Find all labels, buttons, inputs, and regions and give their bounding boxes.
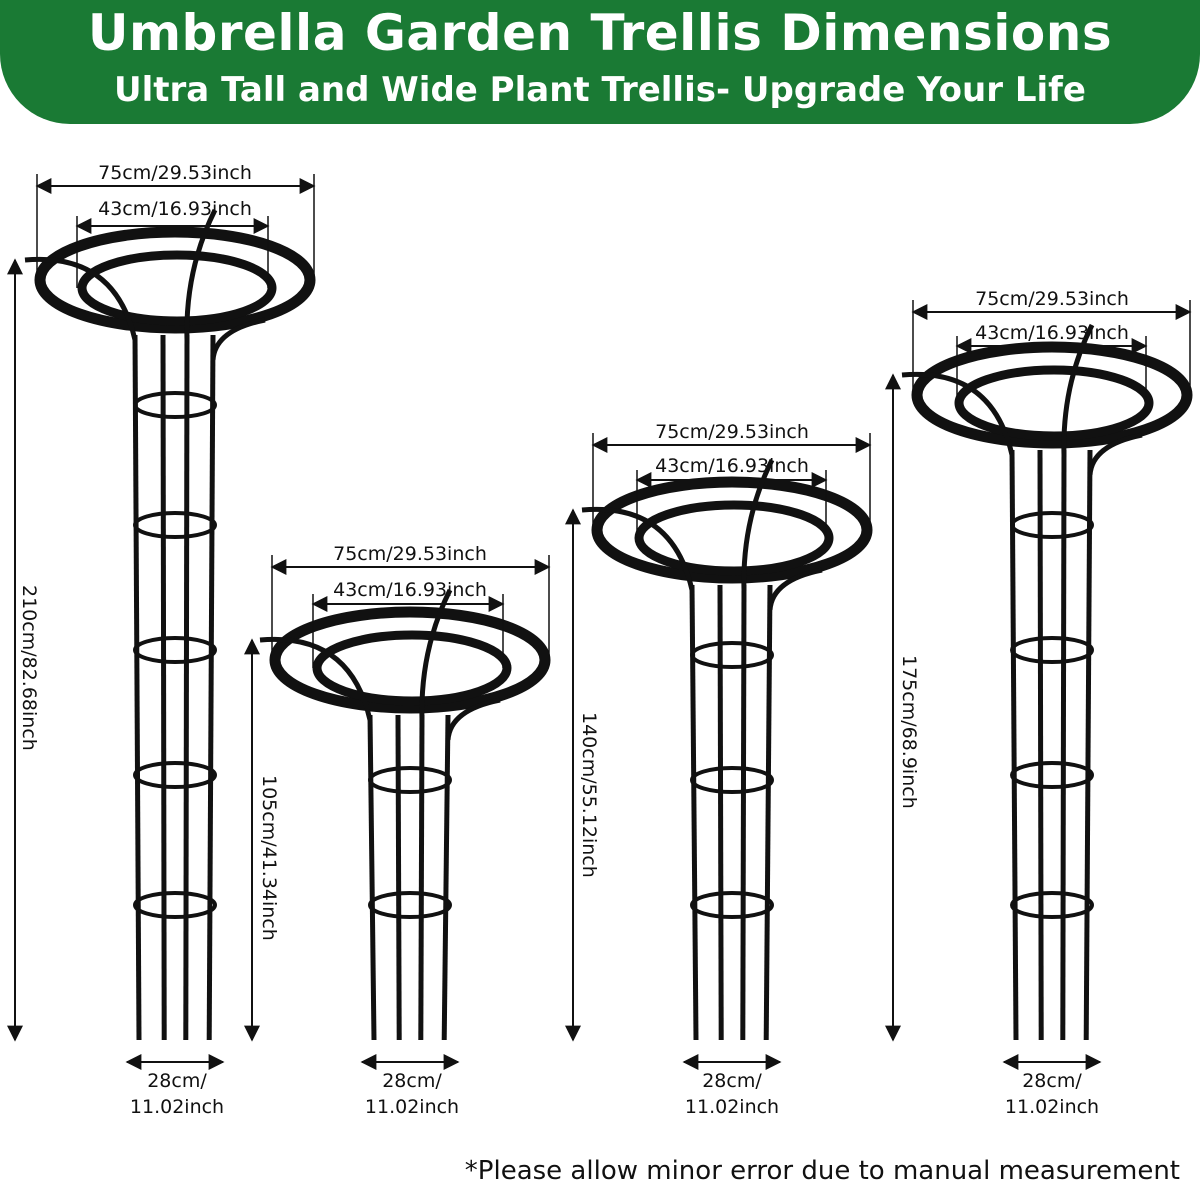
height-label-2: 105cm/41.34inch xyxy=(258,775,280,941)
inner-ring-3 xyxy=(634,500,834,576)
support-ring-4-4 xyxy=(1010,891,1094,919)
pole-2-3 xyxy=(418,714,425,1041)
page-subtitle: Ultra Tall and Wide Plant Trellis- Upgra… xyxy=(114,70,1086,110)
base-width-line2: 11.02inch xyxy=(1004,1096,1100,1118)
pole-2-1 xyxy=(367,714,377,1041)
base-width-line2: 11.02inch xyxy=(129,1096,225,1118)
outer-width-label-1: 75cm/29.53inch xyxy=(98,162,252,184)
inner-width-label-4: 43cm/16.93inch xyxy=(975,322,1129,344)
height-label-4: 175cm/68.9inch xyxy=(898,655,920,809)
outer-width-label-3: 75cm/29.53inch xyxy=(655,421,809,443)
inner-ring-2 xyxy=(312,630,512,706)
inner-ring-4 xyxy=(954,365,1154,441)
outer-width-label-4: 75cm/29.53inch xyxy=(975,288,1129,310)
support-ring-4-2 xyxy=(1010,636,1094,664)
inner-width-label-1: 43cm/16.93inch xyxy=(98,198,252,220)
arm-left-3 xyxy=(581,506,695,591)
pole-1-2 xyxy=(160,334,167,1041)
support-ring-3-3 xyxy=(690,891,774,919)
base-width-line1: 28cm/ xyxy=(702,1070,762,1092)
support-ring-3-2 xyxy=(690,766,774,794)
pole-4-3 xyxy=(1060,449,1067,1041)
support-ring-1-2 xyxy=(133,511,217,539)
support-ring-1-3 xyxy=(133,636,217,664)
support-ring-1-1 xyxy=(133,391,217,419)
pole-3-2 xyxy=(717,584,724,1041)
arm-left-2 xyxy=(259,636,373,721)
outer-width-label-2: 75cm/29.53inch xyxy=(333,543,487,565)
height-label-1: 210cm/82.68inch xyxy=(18,585,40,751)
base-width-line1: 28cm/ xyxy=(382,1070,442,1092)
support-ring-2-1 xyxy=(368,766,452,794)
support-ring-4-1 xyxy=(1010,511,1094,539)
page-title: Umbrella Garden Trellis Dimensions xyxy=(87,4,1113,62)
base-width-label-4: 28cm/ 11.02inch xyxy=(972,1068,1132,1120)
base-width-label-2: 28cm/ 11.02inch xyxy=(332,1068,492,1120)
pole-3-3 xyxy=(740,584,747,1041)
base-width-line2: 11.02inch xyxy=(684,1096,780,1118)
support-ring-1-5 xyxy=(133,891,217,919)
base-width-line1: 28cm/ xyxy=(147,1070,207,1092)
pole-2-4 xyxy=(441,714,451,1041)
pole-4-4 xyxy=(1083,449,1093,1041)
arm-left-4 xyxy=(901,371,1015,456)
pole-4-1 xyxy=(1009,449,1019,1041)
support-ring-3-1 xyxy=(690,641,774,669)
support-ring-2-2 xyxy=(368,891,452,919)
base-width-line1: 28cm/ xyxy=(1022,1070,1082,1092)
outer-ring-2 xyxy=(269,606,551,714)
pole-3-1 xyxy=(689,584,699,1041)
base-width-label-3: 28cm/ 11.02inch xyxy=(652,1068,812,1120)
inner-width-label-2: 43cm/16.93inch xyxy=(333,579,487,601)
support-ring-4-3 xyxy=(1010,761,1094,789)
disclaimer-note: *Please allow minor error due to manual … xyxy=(464,1156,1180,1186)
pole-1-4 xyxy=(206,334,216,1041)
inner-ring-1 xyxy=(77,250,277,326)
pole-1-1 xyxy=(132,334,142,1041)
arm-left-1 xyxy=(24,256,138,341)
base-width-label-1: 28cm/ 11.02inch xyxy=(97,1068,257,1120)
pole-1-3 xyxy=(183,334,190,1041)
pole-2-2 xyxy=(395,714,402,1041)
inner-width-label-3: 43cm/16.93inch xyxy=(655,455,809,477)
header-banner: Umbrella Garden Trellis Dimensions Ultra… xyxy=(0,0,1200,124)
base-width-line2: 11.02inch xyxy=(364,1096,460,1118)
height-label-3: 140cm/55.12inch xyxy=(578,712,600,878)
pole-4-2 xyxy=(1037,449,1044,1041)
support-ring-1-4 xyxy=(133,761,217,789)
